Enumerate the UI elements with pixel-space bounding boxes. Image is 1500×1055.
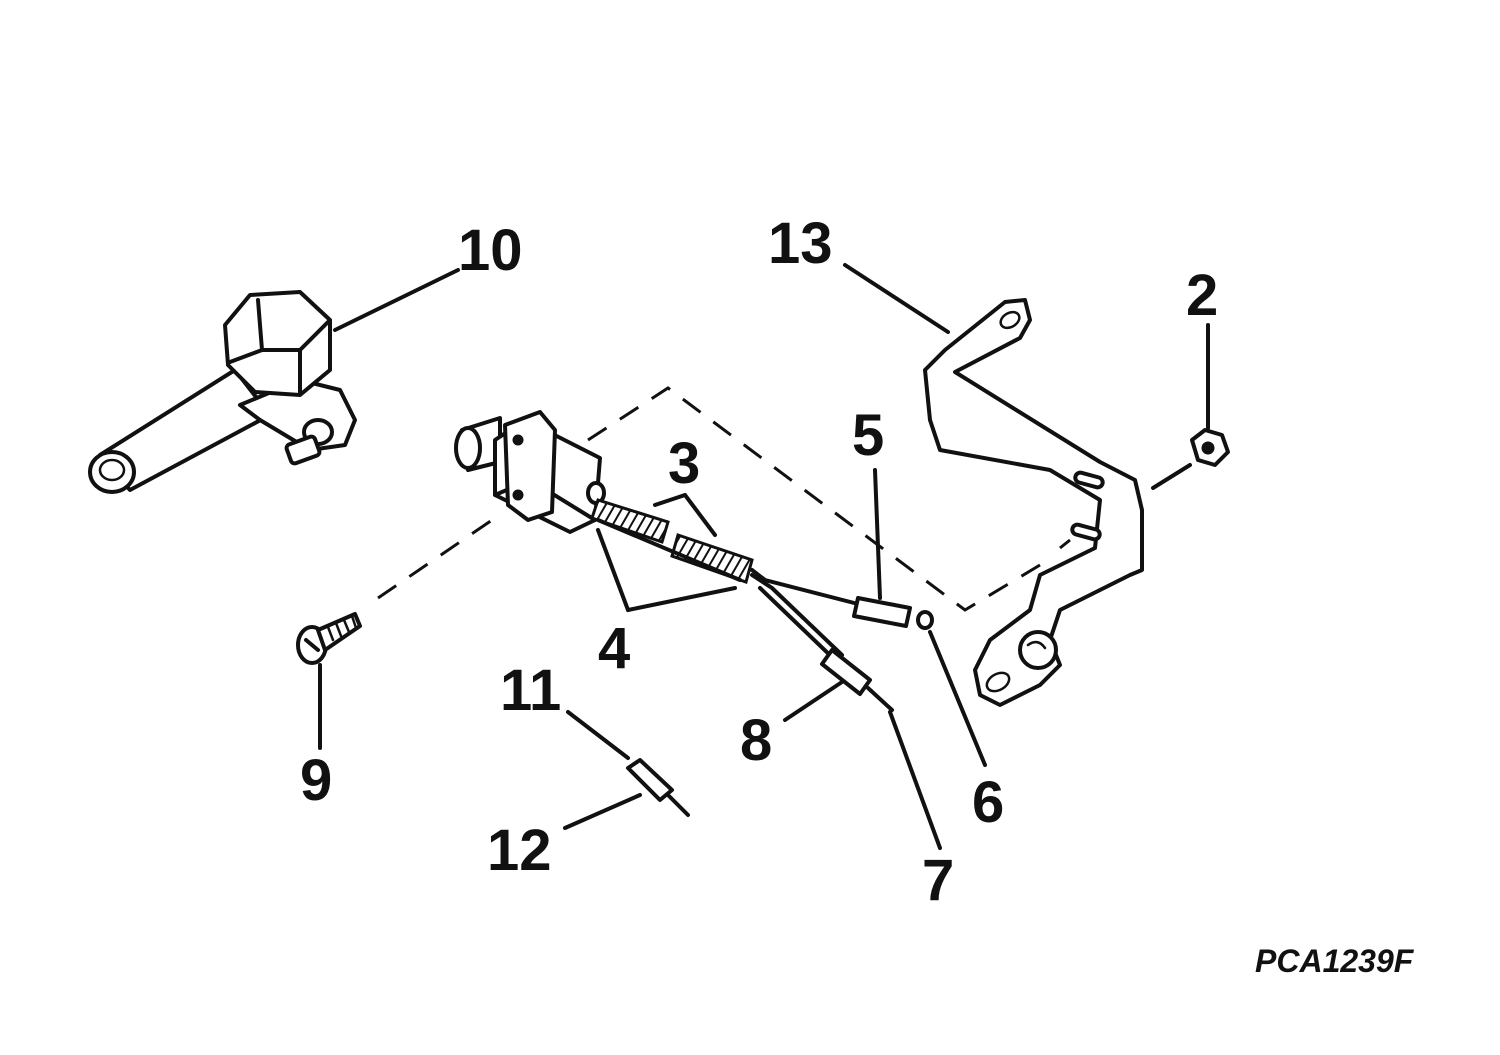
assembly-dashed-lines (377, 386, 1071, 612)
callout-13: 13 (768, 211, 833, 276)
part-9-screw (296, 612, 362, 665)
callout-6: 6 (972, 770, 1004, 835)
part-switch-body-with-leads (454, 410, 606, 534)
callout-5: 5 (852, 403, 884, 468)
callout-3: 3 (668, 431, 700, 496)
callout-11: 11 (500, 658, 561, 723)
part-2-nut (1190, 428, 1230, 467)
wire-harness (590, 498, 934, 712)
figure-id: PCA1239F (1255, 943, 1415, 979)
part-10-switch-knob (88, 290, 357, 494)
callout-labels: 10 13 2 3 5 4 11 8 9 6 12 7 (300, 211, 1218, 913)
callout-4: 4 (598, 616, 630, 681)
leader-lines (318, 263, 1210, 850)
callout-2: 2 (1186, 263, 1218, 328)
callout-7: 7 (922, 848, 954, 913)
callout-9: 9 (300, 748, 332, 813)
part-11-12-pin-terminal (626, 758, 690, 817)
part-13-bracket (923, 298, 1144, 707)
callout-8: 8 (740, 708, 772, 773)
callout-10: 10 (458, 218, 523, 283)
callout-12: 12 (487, 818, 552, 883)
